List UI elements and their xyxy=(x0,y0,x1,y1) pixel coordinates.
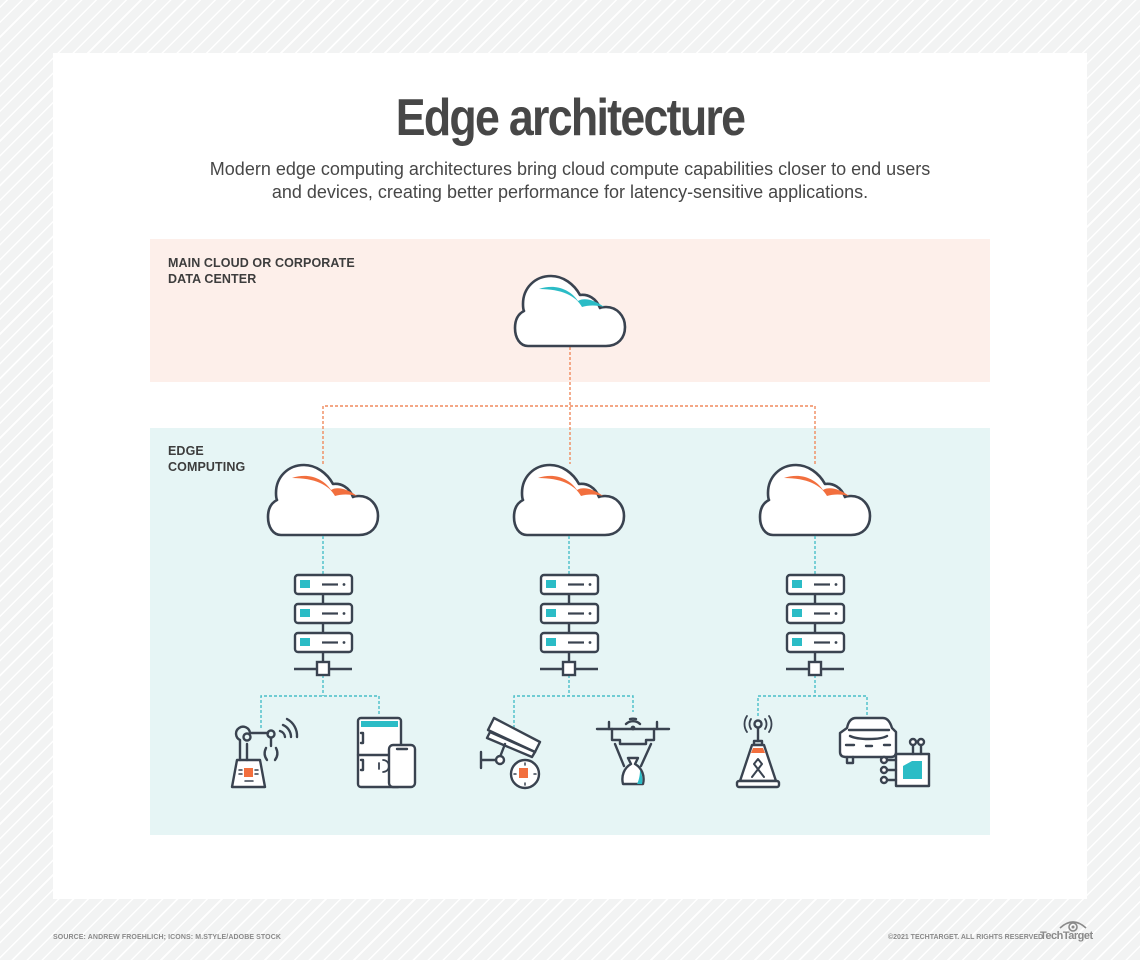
connected-car-chip-icon xyxy=(838,716,931,788)
cell-tower-icon xyxy=(735,715,781,789)
page-title: Edge architecture xyxy=(395,89,746,147)
main-cloud-icon xyxy=(513,274,627,348)
zone-label-line: DATA CENTER xyxy=(168,272,257,286)
server-rack-icon-center xyxy=(538,573,600,677)
techtarget-logo: TechTarget xyxy=(1040,930,1093,942)
main-cloud-zone-label: MAIN CLOUD OR CORPORATE DATA CENTER xyxy=(168,255,355,287)
edge-cloud-icon-right xyxy=(758,463,872,537)
delivery-drone-icon xyxy=(595,717,671,786)
copyright-notice: ©2021 TECHTARGET. ALL RIGHTS RESERVED xyxy=(888,934,1044,941)
source-credit: SOURCE: ANDREW FROEHLICH; ICONS: M.STYLE… xyxy=(53,934,282,941)
robotic-arm-icon xyxy=(230,717,299,789)
smart-fridge-phone-icon xyxy=(356,716,417,789)
zone-label-line: COMPUTING xyxy=(168,460,246,474)
edge-local-links xyxy=(260,536,868,728)
zone-label-line: EDGE xyxy=(168,444,204,458)
server-rack-icon-right xyxy=(784,573,846,677)
zone-label-line: MAIN CLOUD OR CORPORATE xyxy=(168,256,355,270)
page-subtitle: Modern edge computing architectures brin… xyxy=(150,158,990,204)
server-rack-icon-left xyxy=(292,573,354,677)
edge-cloud-icon-left xyxy=(266,463,380,537)
subtitle-line-2: and devices, creating better performance… xyxy=(271,182,869,202)
cloud-to-edge-links xyxy=(322,347,816,464)
edge-cloud-icon-center xyxy=(512,463,626,537)
security-camera-icon xyxy=(479,716,542,790)
techtarget-eye-icon xyxy=(1059,921,1087,932)
subtitle-line-1: Modern edge computing architectures brin… xyxy=(209,159,931,179)
edge-zone-label: EDGE COMPUTING xyxy=(168,443,245,475)
